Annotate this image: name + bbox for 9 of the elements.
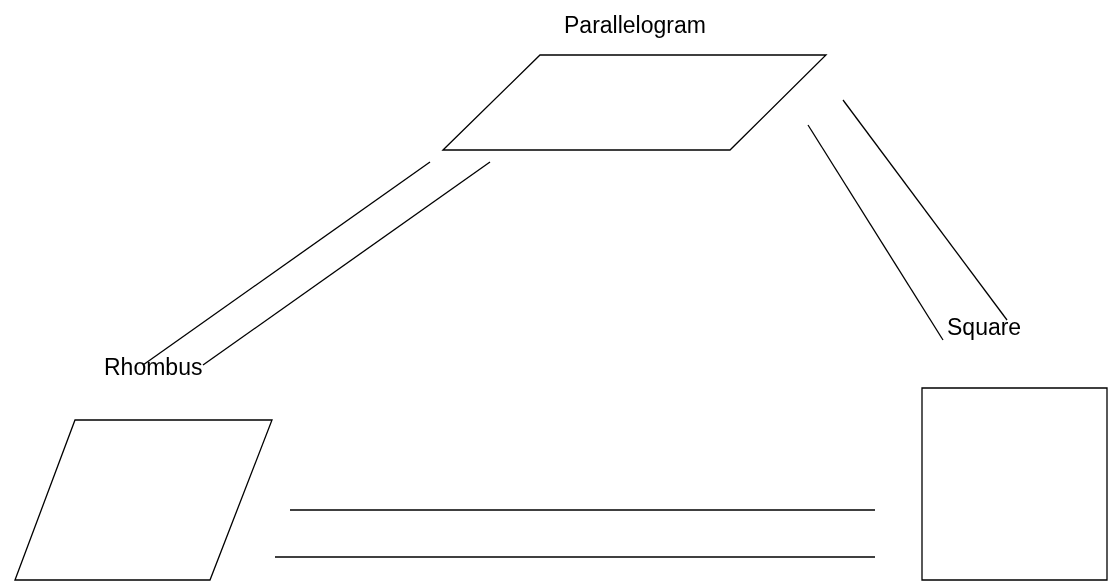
connector-line (807, 124, 944, 341)
shape-label: Parallelogram (564, 12, 706, 39)
connector-line (274, 556, 876, 558)
shape-label: Square (947, 314, 1022, 341)
shape-label: Rhombus (104, 354, 203, 381)
connector-line (842, 99, 1008, 321)
connector-line (142, 161, 431, 366)
connector-line (202, 161, 491, 366)
connector-line (289, 509, 876, 511)
